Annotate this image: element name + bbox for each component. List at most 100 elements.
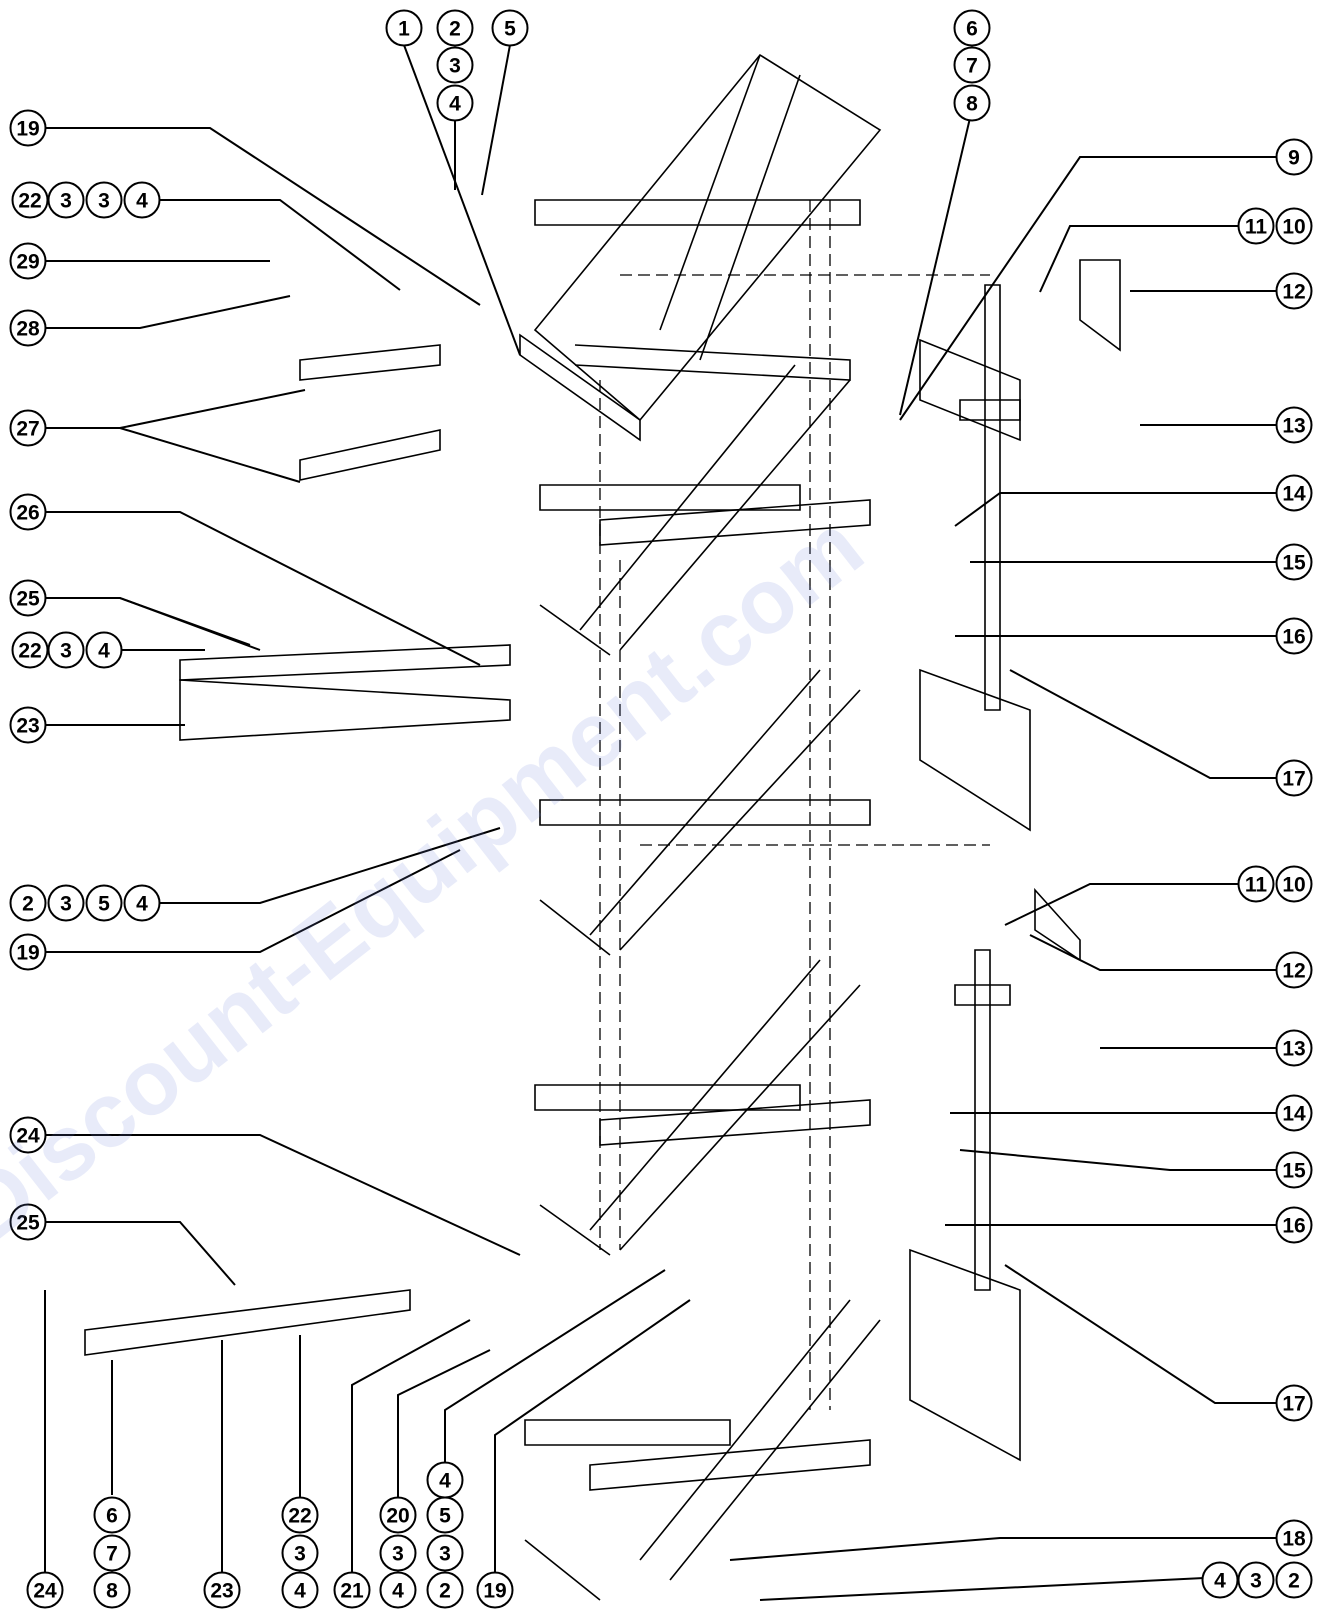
- callout-balloon: [1275, 272, 1313, 310]
- callout-number: 24: [16, 1125, 40, 1148]
- callout-c6b: 6: [93, 1496, 131, 1534]
- callout-balloon: [281, 1496, 319, 1534]
- callout-balloon: [9, 1203, 47, 1241]
- callout-number: 4: [449, 93, 461, 116]
- callout-balloon: [93, 1496, 131, 1534]
- callout-balloon: [85, 181, 123, 219]
- callout-balloon: [1275, 207, 1313, 245]
- callout-number: 23: [210, 1580, 233, 1603]
- callout-number: 14: [1282, 1103, 1306, 1126]
- callout-c5c: 5: [426, 1496, 464, 1534]
- callout-number: 13: [1282, 1038, 1305, 1061]
- callout-c17a: 17: [1275, 759, 1313, 797]
- callout-c18: 18: [1275, 1519, 1313, 1557]
- callout-c14b: 14: [1275, 1094, 1313, 1132]
- callout-balloon: [426, 1496, 464, 1534]
- callout-c11b: 11: [1237, 865, 1275, 903]
- callout-balloon: [1275, 474, 1313, 512]
- callout-c10a: 10: [1275, 207, 1313, 245]
- callout-number: 2: [449, 18, 461, 41]
- callout-c19a: 19: [9, 109, 47, 147]
- callout-balloon: [47, 884, 85, 922]
- callout-c22c: 22: [281, 1496, 319, 1534]
- callout-c13a: 13: [1275, 406, 1313, 444]
- callout-number: 16: [1282, 626, 1305, 649]
- callout-c25a: 25: [9, 579, 47, 617]
- callout-number: 17: [1282, 768, 1305, 791]
- callout-number: 18: [1282, 1528, 1306, 1551]
- callout-number: 7: [966, 55, 978, 78]
- callout-c2b: 2: [9, 884, 47, 922]
- callout-c6a: 6: [953, 9, 991, 47]
- callout-balloon: [476, 1571, 514, 1609]
- callout-number: 22: [18, 640, 41, 663]
- callout-c22b: 22: [11, 631, 49, 669]
- callout-number: 15: [1282, 552, 1306, 575]
- callout-number: 3: [294, 1543, 306, 1566]
- callout-balloon: [123, 181, 161, 219]
- callout-c21: 21: [333, 1571, 371, 1609]
- callout-balloon: [9, 242, 47, 280]
- callout-balloon: [85, 631, 123, 669]
- callout-c3f: 3: [1237, 1561, 1275, 1599]
- callout-balloon: [93, 1571, 131, 1609]
- callout-number: 10: [1282, 874, 1305, 897]
- callout-balloon: [203, 1571, 241, 1609]
- callout-number: 13: [1282, 415, 1305, 438]
- callout-number: 21: [340, 1580, 364, 1603]
- callout-number: 6: [106, 1505, 118, 1528]
- callout-c3i: 3: [426, 1534, 464, 1572]
- callout-c3a: 3: [436, 46, 474, 84]
- callout-number: 5: [98, 893, 110, 916]
- callout-balloon: [1275, 951, 1313, 989]
- callout-number: 19: [16, 118, 39, 141]
- callout-balloon: [1237, 1561, 1275, 1599]
- callout-number: 4: [294, 1580, 306, 1603]
- callout-number: 20: [386, 1505, 409, 1528]
- callout-c12b: 12: [1275, 951, 1313, 989]
- callout-balloon: [9, 1116, 47, 1154]
- callout-number: 3: [1250, 1570, 1262, 1593]
- callout-c5a: 5: [491, 9, 529, 47]
- callout-number: 15: [1282, 1160, 1306, 1183]
- callout-balloon: [47, 631, 85, 669]
- callout-c2c: 2: [1275, 1561, 1313, 1599]
- callout-c17b: 17: [1275, 1384, 1313, 1422]
- callout-balloon: [333, 1571, 371, 1609]
- callout-number: 22: [18, 190, 41, 213]
- callout-c15b: 15: [1275, 1151, 1313, 1189]
- callout-c3b: 3: [47, 181, 85, 219]
- assembly-drawing: [84, 53, 1121, 1601]
- callout-c4a: 4: [436, 84, 474, 122]
- callout-number: 5: [504, 18, 516, 41]
- callout-c24a: 24: [9, 1116, 47, 1154]
- callout-balloon: [1275, 1561, 1313, 1599]
- callout-c29: 29: [9, 242, 47, 280]
- callout-number: 16: [1282, 1215, 1305, 1238]
- callout-c3g: 3: [281, 1534, 319, 1572]
- callout-balloon: [123, 884, 161, 922]
- callout-c2d: 2: [426, 1571, 464, 1609]
- callout-balloon: [436, 84, 474, 122]
- callout-c4d: 4: [123, 884, 161, 922]
- callout-number: 7: [106, 1543, 118, 1566]
- callout-c8b: 8: [93, 1571, 131, 1609]
- callout-number: 4: [136, 893, 148, 916]
- callout-balloon: [9, 409, 47, 447]
- callout-balloon: [9, 309, 47, 347]
- callout-balloon: [1237, 865, 1275, 903]
- callout-number: 12: [1282, 281, 1305, 304]
- callout-number: 4: [136, 190, 148, 213]
- callout-c8a: 8: [953, 84, 991, 122]
- callout-c2a: 2: [436, 9, 474, 47]
- callout-c20: 20: [379, 1496, 417, 1534]
- callout-c14a: 14: [1275, 474, 1313, 512]
- callout-c4c: 4: [85, 631, 123, 669]
- callout-balloon: [1275, 865, 1313, 903]
- callout-c28: 28: [9, 309, 47, 347]
- callout-balloon: [1237, 207, 1275, 245]
- callout-c4f: 4: [281, 1571, 319, 1609]
- callout-number: 19: [483, 1580, 506, 1603]
- callout-number: 3: [392, 1543, 404, 1566]
